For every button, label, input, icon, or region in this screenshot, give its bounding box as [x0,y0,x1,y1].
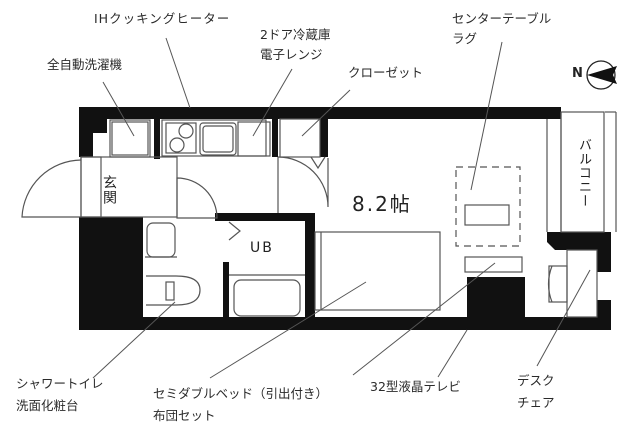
closet-label: クローゼット [348,65,424,80]
compass-arrow-icon [587,66,617,84]
walls [79,107,611,330]
fridge-label-line2: 電子レンジ [260,47,323,62]
toilet-label-line1: シャワートイレ [16,376,104,391]
tv-label: 32型液晶テレビ [370,379,461,394]
leader-lines [92,37,591,379]
compass-north-label: N [572,66,583,81]
entrance-label: 玄関 [101,175,117,205]
desk-label-line2: チェア [517,395,555,410]
fixtures [21,60,617,318]
desk-label-line1: デスク [517,373,555,388]
washer-label: 全自動洗濯機 [47,57,123,72]
ih-cooker-label: IHクッキングヒーター [94,11,231,26]
table-label-line2: ラグ [452,31,478,46]
fridge-label-line1: 2ドア冷蔵庫 [260,27,331,42]
unit-bath-label: UB [250,240,274,256]
toilet-label-line2: 洗面化粧台 [16,398,79,413]
bed-label-line1: セミダブルベッド（引出付き） [153,386,329,401]
table-label-line1: センターテーブル [452,11,552,26]
balcony-label: バルコニー [576,138,591,208]
bed-label-line2: 布団セット [153,408,216,423]
room-size-label: 8.2帖 [352,192,412,216]
